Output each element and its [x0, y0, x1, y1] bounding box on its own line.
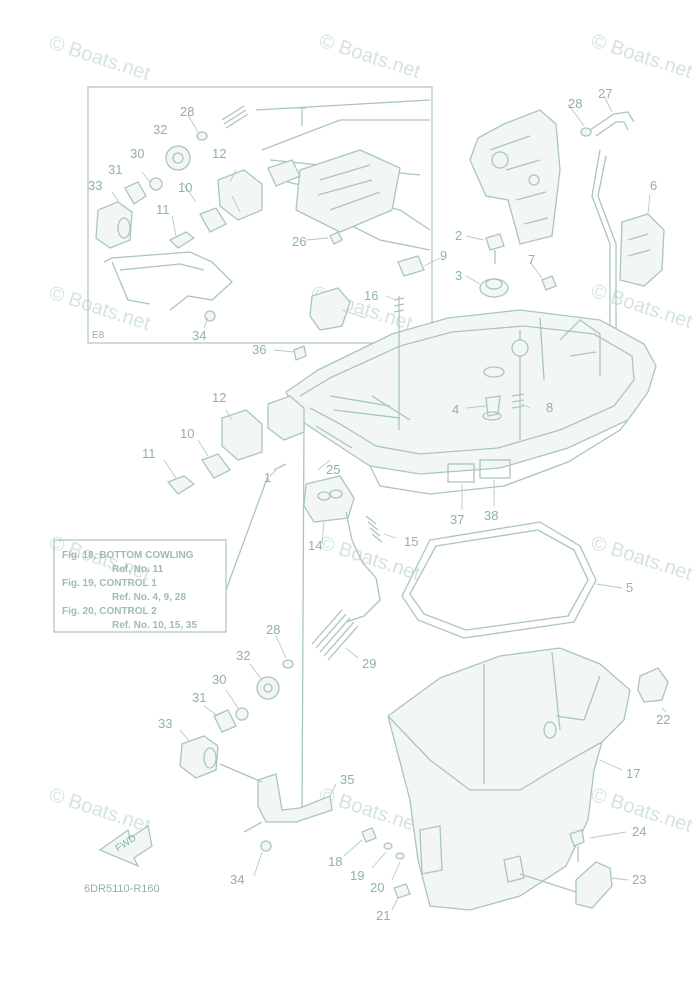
- bracket-assembly: 28 27 6 2 3 7: [455, 86, 665, 330]
- watermark: © Boats.net: [46, 784, 153, 837]
- callout-2: 2: [455, 228, 462, 243]
- inset-e8: 28 32 30 12 31 10 33 11 34 E8: [87, 86, 433, 344]
- callout-28: 28: [266, 622, 280, 637]
- callout-20: 20: [370, 880, 384, 895]
- callout-36: 36: [252, 342, 266, 357]
- callout-10: 10: [180, 426, 194, 441]
- callout-33: 33: [88, 178, 102, 193]
- note-line: Ref. No. 4, 9, 28: [112, 592, 186, 603]
- callout-15: 15: [404, 534, 418, 549]
- callout-31: 31: [192, 690, 206, 705]
- callout-32: 32: [153, 122, 167, 137]
- watermark: © Boats.net: [46, 282, 153, 335]
- callout-33: 33: [158, 716, 172, 731]
- lower-cover-17: 17 22 24 23 18 19 20 21: [328, 647, 670, 923]
- callout-24: 24: [632, 824, 646, 839]
- callout-30: 30: [212, 672, 226, 687]
- callout-5: 5: [626, 580, 633, 595]
- callout-35: 35: [340, 772, 354, 787]
- note-line: Fig. 18, BOTTOM COWLING: [62, 550, 194, 561]
- watermark: © Boats.net: [46, 32, 153, 85]
- callout-1: 1: [264, 470, 271, 485]
- callout-6: 6: [650, 178, 657, 193]
- callout-3: 3: [455, 268, 462, 283]
- watermark: © Boats.net: [588, 532, 695, 585]
- callout-4: 4: [452, 402, 459, 417]
- fwd-arrow: FWD: [98, 824, 153, 868]
- gasket-5: 5: [401, 521, 633, 639]
- watermark: © Boats.net: [316, 30, 423, 83]
- callout-11: 11: [142, 446, 156, 461]
- callout-37: 37: [450, 512, 464, 527]
- watermark: © Boats.net: [588, 30, 695, 83]
- callout-25: 25: [326, 462, 340, 477]
- callout-18: 18: [328, 854, 342, 869]
- callout-34: 34: [192, 328, 206, 343]
- callout-23: 23: [632, 872, 646, 887]
- control-linkage-lower: 28 32 30 31 33 35 34: [158, 622, 354, 887]
- callout-38: 38: [484, 508, 498, 523]
- callout-26: 26: [292, 234, 306, 249]
- callout-27: 27: [598, 86, 612, 101]
- callout-32: 32: [236, 648, 250, 663]
- control-linkage-upper: 12 10 11 1 14 15 29: [142, 390, 418, 671]
- bottom-cowling: 9 16 36 4 8 25 37 38: [252, 248, 657, 817]
- callout-28: 28: [568, 96, 582, 111]
- callout-11: 11: [156, 202, 170, 217]
- note-line: Fig. 19, CONTROL 1: [62, 578, 157, 589]
- callout-17: 17: [626, 766, 640, 781]
- callout-34: 34: [230, 872, 244, 887]
- reference-note-box: Fig. 18, BOTTOM COWLING Ref. No. 11 Fig.…: [53, 539, 227, 633]
- callout-29: 29: [362, 656, 376, 671]
- callout-8: 8: [546, 400, 553, 415]
- note-line: Ref. No. 11: [112, 564, 164, 575]
- callout-30: 30: [130, 146, 144, 161]
- callout-12: 12: [212, 146, 226, 161]
- callout-31: 31: [108, 162, 122, 177]
- callout-19: 19: [350, 868, 364, 883]
- note-line: Fig. 20, CONTROL 2: [62, 606, 157, 617]
- callout-10: 10: [178, 180, 192, 195]
- callout-14: 14: [308, 538, 322, 553]
- callout-28: 28: [180, 104, 194, 119]
- callout-7: 7: [528, 252, 535, 267]
- diagram-code: 6DR5110-R160: [84, 883, 160, 895]
- note-line: Ref. No. 10, 15, 35: [112, 620, 197, 631]
- inset-tag: E8: [92, 330, 105, 341]
- callout-9: 9: [440, 248, 447, 263]
- callout-12: 12: [212, 390, 226, 405]
- callout-21: 21: [376, 908, 390, 923]
- callout-16: 16: [364, 288, 378, 303]
- callout-22: 22: [656, 712, 670, 727]
